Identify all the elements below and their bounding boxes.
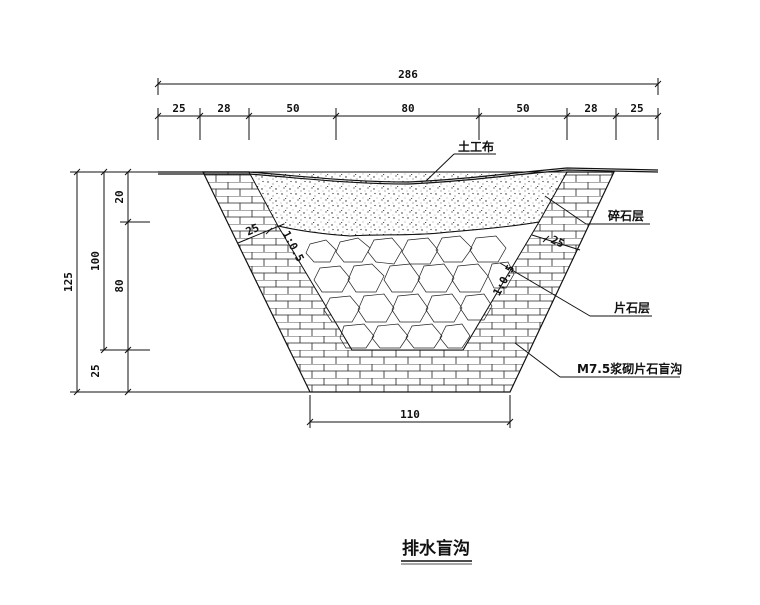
bottom-dimension: 110 [306,395,514,428]
dim-seg-5: 50 [516,102,529,115]
dim-side-left: 25 [244,221,262,238]
dim-seg-3: 50 [286,102,299,115]
dim-lower-height: 80 [113,279,126,292]
label-geotextile: 土工布 [425,139,496,182]
dim-seg-4: 80 [401,102,414,115]
wall-thickness-left: 25 [237,221,285,244]
dim-seg-1: 25 [172,102,185,115]
title-text: 排水盲沟 [402,538,470,559]
geotextile-line [158,167,659,185]
rubble-label: 片石层 [614,300,650,315]
label-gravel: 碎石层 [544,195,650,225]
rubble-stones [305,235,515,349]
rubble-layer [276,221,540,351]
drawing-title: 排水盲沟 [401,538,472,565]
label-masonry: M7.5浆砌片石盲沟 [514,342,682,378]
dim-side-right: 25 [549,233,567,250]
dim-seg-2: 28 [217,102,230,115]
dim-mid-height: 100 [89,251,102,271]
dim-total-height: 125 [62,272,75,292]
wall-thickness-right: 25 [531,233,581,251]
label-rubble: 片石层 [499,262,652,317]
dim-total-width: 286 [398,68,418,81]
dim-seg-6: 28 [584,102,597,115]
gravel-label: 碎石层 [608,208,644,223]
geotextile-label: 土工布 [458,139,494,154]
dim-base-height: 25 [89,364,102,377]
left-dimensions: 125 100 20 80 25 [62,168,310,396]
dim-upper-height: 20 [113,190,126,203]
dim-seg-7: 25 [630,102,643,115]
top-dimensions: 286 25 28 50 80 50 28 25 [154,68,662,140]
dim-bottom-width: 110 [400,408,420,421]
masonry-label: M7.5浆砌片石盲沟 [577,361,682,376]
